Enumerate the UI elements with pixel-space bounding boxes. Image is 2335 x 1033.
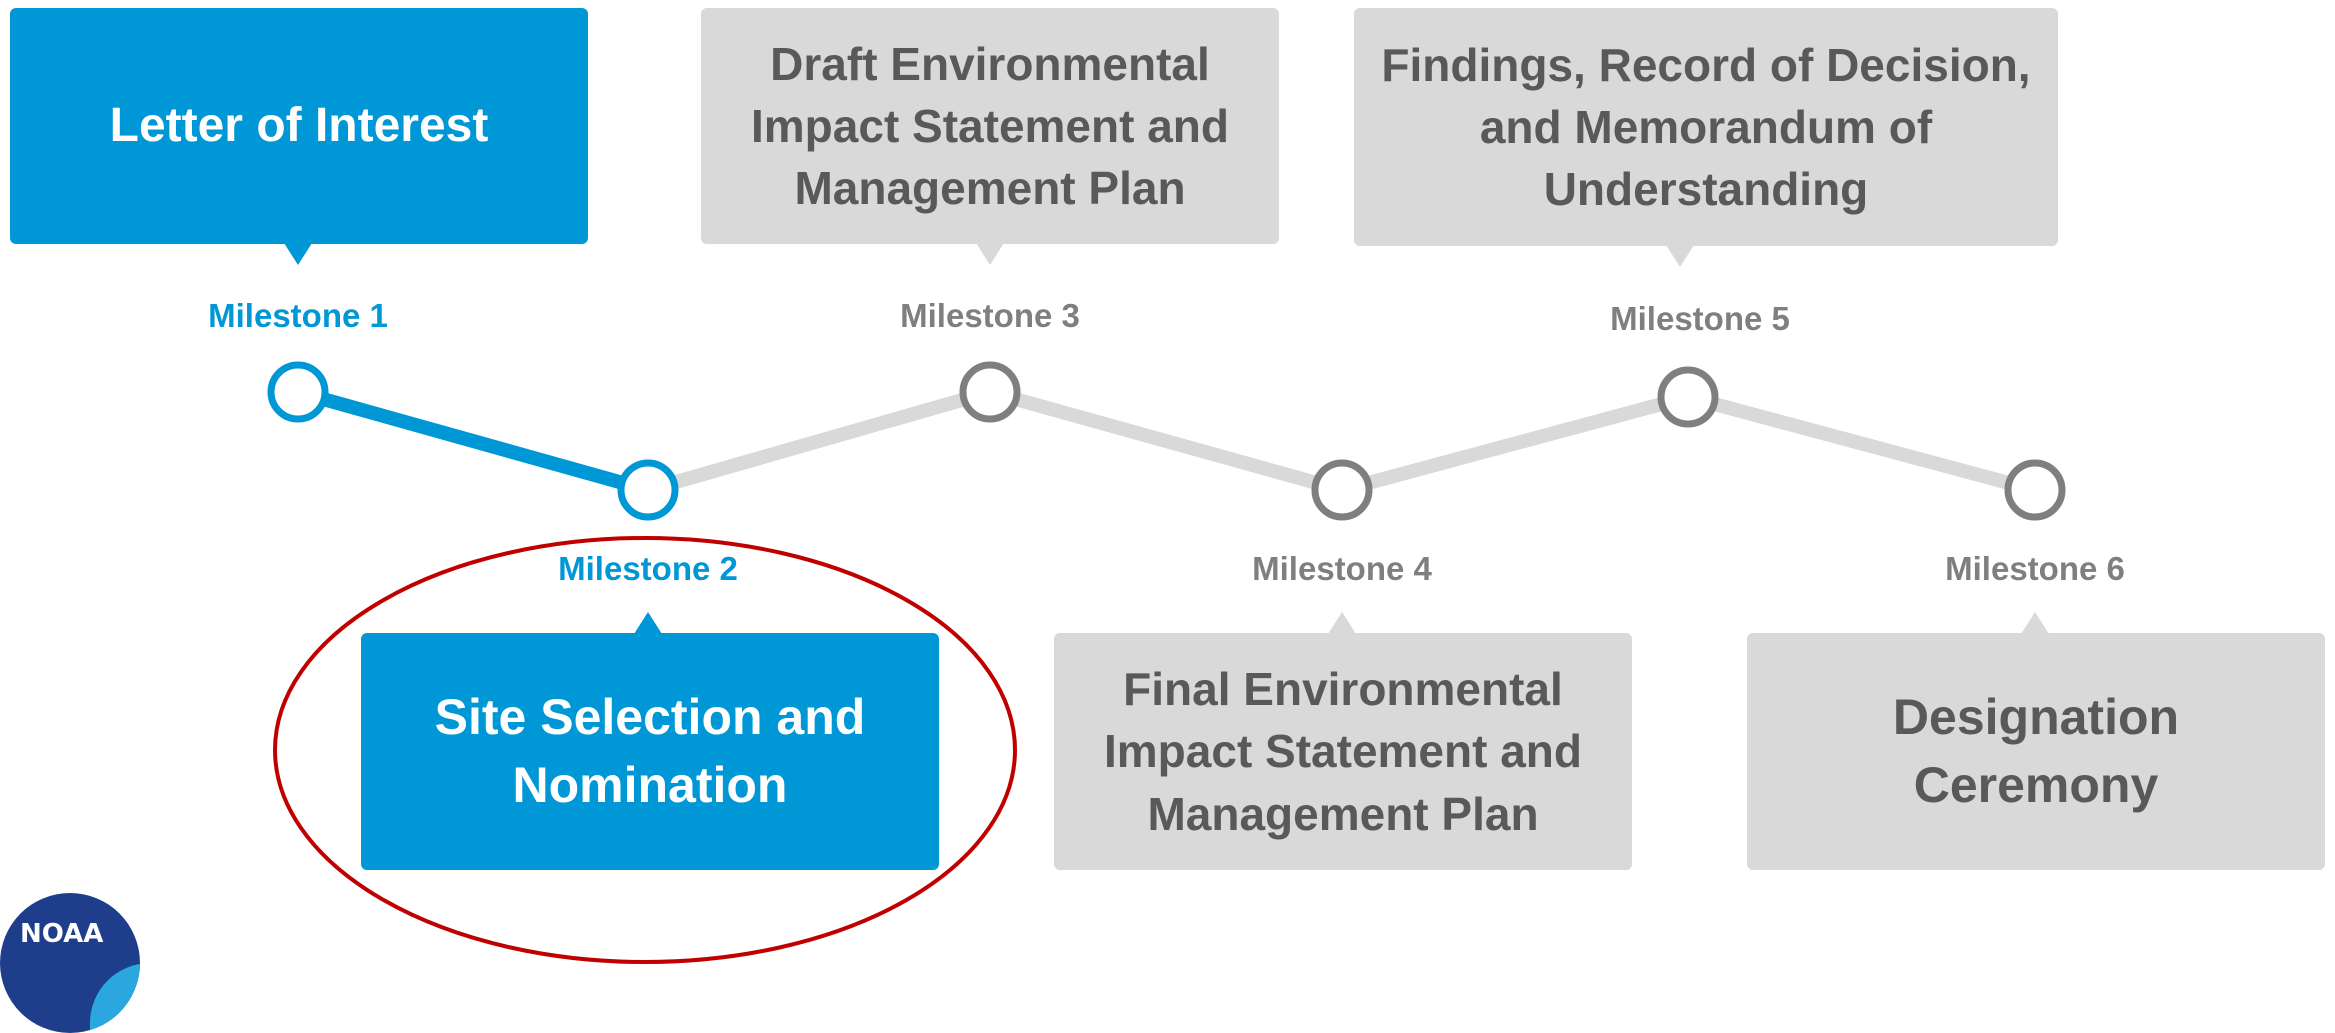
noaa-logo-wave <box>90 963 140 1033</box>
milestone-5-pointer <box>1666 245 1694 267</box>
noaa-logo-text: NOAA <box>20 919 104 949</box>
milestone-4-title: Final Environmental Impact Statement and… <box>1104 663 1582 840</box>
milestone-1-label: Milestone 1 <box>208 297 388 334</box>
milestone-4-label: Milestone 4 <box>1252 550 1432 587</box>
milestone-6-label: Milestone 6 <box>1945 550 2125 587</box>
noaa-logo: NOAA <box>0 893 140 1033</box>
milestone-4-pointer <box>1328 612 1356 634</box>
milestone-5-box: Findings, Record of Decision, and Memora… <box>1354 8 2058 246</box>
milestone-6-node <box>2004 459 2066 521</box>
milestone-3-node <box>959 361 1021 423</box>
timeline-segment-4-5 <box>1340 390 1690 497</box>
milestone-1-title: Letter of Interest <box>109 98 489 152</box>
milestone-2-pointer <box>634 612 662 634</box>
milestone-2-node <box>617 459 679 521</box>
milestone-5-node <box>1657 366 1719 428</box>
milestone-3-title: Draft Environmental Impact Statement and… <box>751 37 1229 215</box>
timeline-segment-5-6 <box>1686 390 2037 497</box>
milestone-6-box: Designation Ceremony <box>1747 633 2325 870</box>
milestone-6-title: Designation Ceremony <box>1892 689 2180 813</box>
milestone-1-node <box>267 361 329 423</box>
milestone-3-pointer <box>976 243 1004 265</box>
milestone-4-node <box>1311 459 1373 521</box>
milestone-2-label: Milestone 2 <box>558 550 738 587</box>
milestone-2-box: Site Selection and Nomination <box>361 633 939 870</box>
milestone-3-box: Draft Environmental Impact Statement and… <box>701 8 1279 244</box>
timeline-segment-2-3 <box>646 385 992 497</box>
highlight-ellipse <box>273 536 1017 964</box>
milestone-2-title: Site Selection and Nomination <box>434 689 866 813</box>
timeline-segment-1-2 <box>296 385 650 497</box>
milestone-5-title: Findings, Record of Decision, and Memora… <box>1381 38 2031 216</box>
milestone-5-label: Milestone 5 <box>1610 300 1790 337</box>
milestone-3-label: Milestone 3 <box>900 297 1080 334</box>
timeline <box>267 361 2066 964</box>
milestone-4-box: Final Environmental Impact Statement and… <box>1054 633 1632 870</box>
milestone-1-pointer <box>284 243 312 265</box>
milestone-1-box: Letter of Interest <box>10 8 588 244</box>
timeline-segment-3-4 <box>988 385 1344 497</box>
milestone-6-pointer <box>2021 612 2049 634</box>
